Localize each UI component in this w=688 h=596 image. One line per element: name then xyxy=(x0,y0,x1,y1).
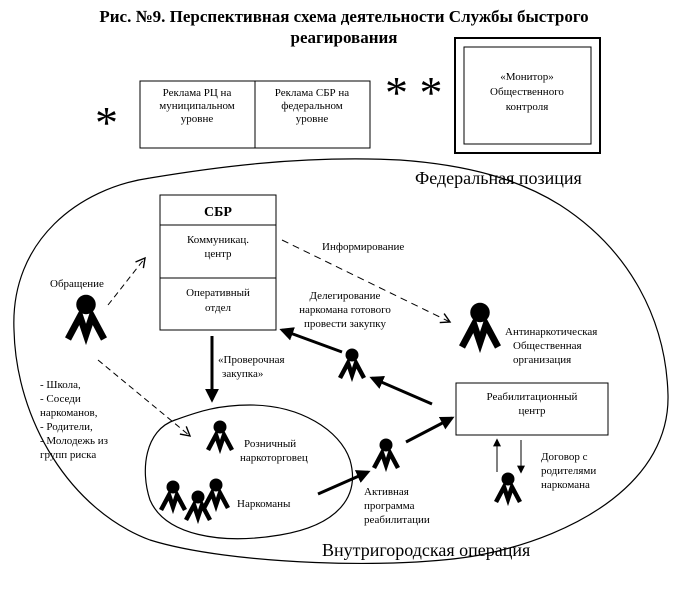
ad-rc-line: уровне xyxy=(181,113,214,125)
source-item: наркоманов, xyxy=(40,407,98,419)
contract-line: Договор с xyxy=(541,451,588,463)
monitor-line: «Монитор» xyxy=(500,71,553,83)
sbr-comm-center-line: центр xyxy=(204,248,232,260)
delegation-line: наркомана готового xyxy=(299,304,391,316)
program-line: программа xyxy=(364,500,415,512)
monitor-line: Общественного xyxy=(490,86,564,98)
figure-title-line2: реагирования xyxy=(290,28,397,47)
delegation-arrow xyxy=(279,327,343,354)
antidrug-line: Общественная xyxy=(513,340,582,352)
antidrug-org-figure xyxy=(459,302,501,354)
contract-line: родителями xyxy=(541,465,596,477)
sbr-ops-dept-line: отдел xyxy=(205,302,231,314)
informing-label: Информирование xyxy=(322,241,404,253)
source-item: - Родители, xyxy=(40,421,93,433)
dealer-line: наркоторговец xyxy=(240,452,308,464)
sbr-ops-dept-line: Оперативный xyxy=(186,287,250,299)
delegation-label: Делегирование наркомана готового провест… xyxy=(299,290,391,330)
program-line: Активная xyxy=(364,486,409,498)
addicts-to-program-arrow xyxy=(317,470,371,496)
figure-title-line1: Рис. №9. Перспективная схема деятельност… xyxy=(99,7,588,26)
citizen-figure xyxy=(65,294,107,346)
check-purchase-label: «Проверочная закупка» xyxy=(218,354,285,380)
dealer-figure xyxy=(206,420,234,455)
appeal-dashed-arrow xyxy=(107,256,146,306)
rehab-center-line: Реабилитационный xyxy=(487,391,578,403)
source-item: - Школа, xyxy=(40,379,81,391)
ad-sbr-line: федеральном xyxy=(281,100,343,112)
appeal-label: Обращение xyxy=(50,278,104,290)
advertising-box: Реклама РЦ на муниципальном уровне Рекла… xyxy=(139,80,371,149)
addict-figure xyxy=(202,478,230,513)
antidrug-line: организация xyxy=(513,354,571,366)
delegate-figure xyxy=(338,348,366,383)
check-purchase-line: «Проверочная xyxy=(218,354,285,366)
double-star-mark: * * xyxy=(385,67,443,118)
ad-sbr-federal: Реклама СБР на федеральном уровне xyxy=(275,87,349,125)
antidrug-org-label: Антинаркотическая Общественная организац… xyxy=(505,326,597,366)
dealer-label: Розничный наркоторговец xyxy=(240,438,308,464)
contract-line: наркомана xyxy=(541,479,590,491)
single-star-mark: * xyxy=(95,97,118,148)
federal-region-outline xyxy=(13,158,669,565)
source-item: - Молодежь из xyxy=(40,435,108,447)
program-line: реабилитации xyxy=(364,514,430,526)
delegation-line: провести закупку xyxy=(304,318,386,330)
program-participant-figure xyxy=(372,438,400,473)
source-item: - Соседи xyxy=(40,393,81,405)
ad-sbr-line: уровне xyxy=(296,113,329,125)
delegation-line: Делегирование xyxy=(310,290,381,302)
sbr-title: СБР xyxy=(204,205,232,220)
city-operation-label: Внутригородская операция xyxy=(322,540,530,560)
sbr-comm-center-line: Коммуникац. xyxy=(187,234,249,246)
ad-rc-line: Реклама РЦ на xyxy=(163,87,232,99)
sources-list: - Школа, - Соседи наркоманов, - Родители… xyxy=(40,379,108,461)
source-item: групп риска xyxy=(40,449,96,461)
federal-position-label: Федеральная позиция xyxy=(415,168,582,188)
addicts-label: Наркоманы xyxy=(237,498,291,510)
antidrug-line: Антинаркотическая xyxy=(505,326,597,338)
referral-dashed-arrow xyxy=(97,359,192,437)
addict-figure xyxy=(159,480,187,515)
program-to-rehab-arrow xyxy=(405,416,455,444)
monitor-box: «Монитор» Общественного контроля xyxy=(454,37,601,154)
city-operation-outline xyxy=(144,404,354,540)
contract-label: Договор с родителями наркомана xyxy=(541,451,596,491)
ad-rc-municipal: Реклама РЦ на муниципальном уровне xyxy=(159,87,235,125)
check-purchase-line: закупка» xyxy=(222,368,263,380)
sbr-block: СБР Коммуникац. центр Оперативный отдел xyxy=(159,194,277,331)
addict-figure xyxy=(184,490,212,525)
dealer-line: Розничный xyxy=(244,438,296,450)
rehab-center-line: центр xyxy=(518,405,546,417)
ad-rc-line: муниципальном xyxy=(159,100,235,112)
program-label: Активная программа реабилитации xyxy=(364,486,430,526)
monitor-line: контроля xyxy=(506,101,549,113)
ad-sbr-line: Реклама СБР на xyxy=(275,87,349,99)
rehab-center-box: Реабилитационный центр xyxy=(455,382,609,436)
rehab-to-delegate-arrow xyxy=(369,376,433,406)
parent-figure xyxy=(494,472,522,507)
